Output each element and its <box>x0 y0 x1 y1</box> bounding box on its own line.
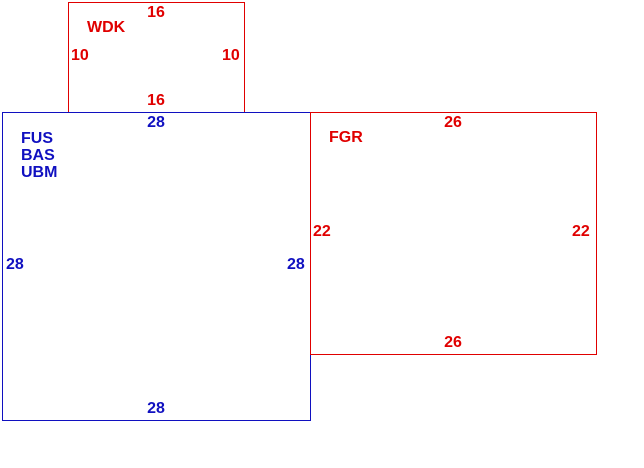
blue-box-top-dimension: 28 <box>147 114 165 131</box>
fgr-right-dimension: 22 <box>572 223 590 240</box>
wdk-top-dimension: 16 <box>147 4 165 21</box>
fgr-top-dimension: 26 <box>444 114 462 131</box>
fgr-box <box>310 112 597 355</box>
blue-box-name-2: BAS <box>21 147 55 164</box>
blue-box-right-dimension: 28 <box>287 256 305 273</box>
fgr-name: FGR <box>329 129 363 146</box>
wdk-name: WDK <box>87 19 126 36</box>
fgr-left-dimension: 22 <box>313 223 331 240</box>
blue-box-bottom-dimension: 28 <box>147 400 165 417</box>
wdk-left-dimension: 10 <box>71 47 89 64</box>
blue-box-name-3: UBM <box>21 164 58 181</box>
blue-box-names: FUS BAS UBM <box>21 130 57 181</box>
wdk-bottom-dimension: 16 <box>147 92 165 109</box>
fgr-bottom-dimension: 26 <box>444 334 462 351</box>
blue-box-left-dimension: 28 <box>6 256 24 273</box>
blue-box-name-1: FUS <box>21 130 53 147</box>
wdk-right-dimension: 10 <box>222 47 240 64</box>
